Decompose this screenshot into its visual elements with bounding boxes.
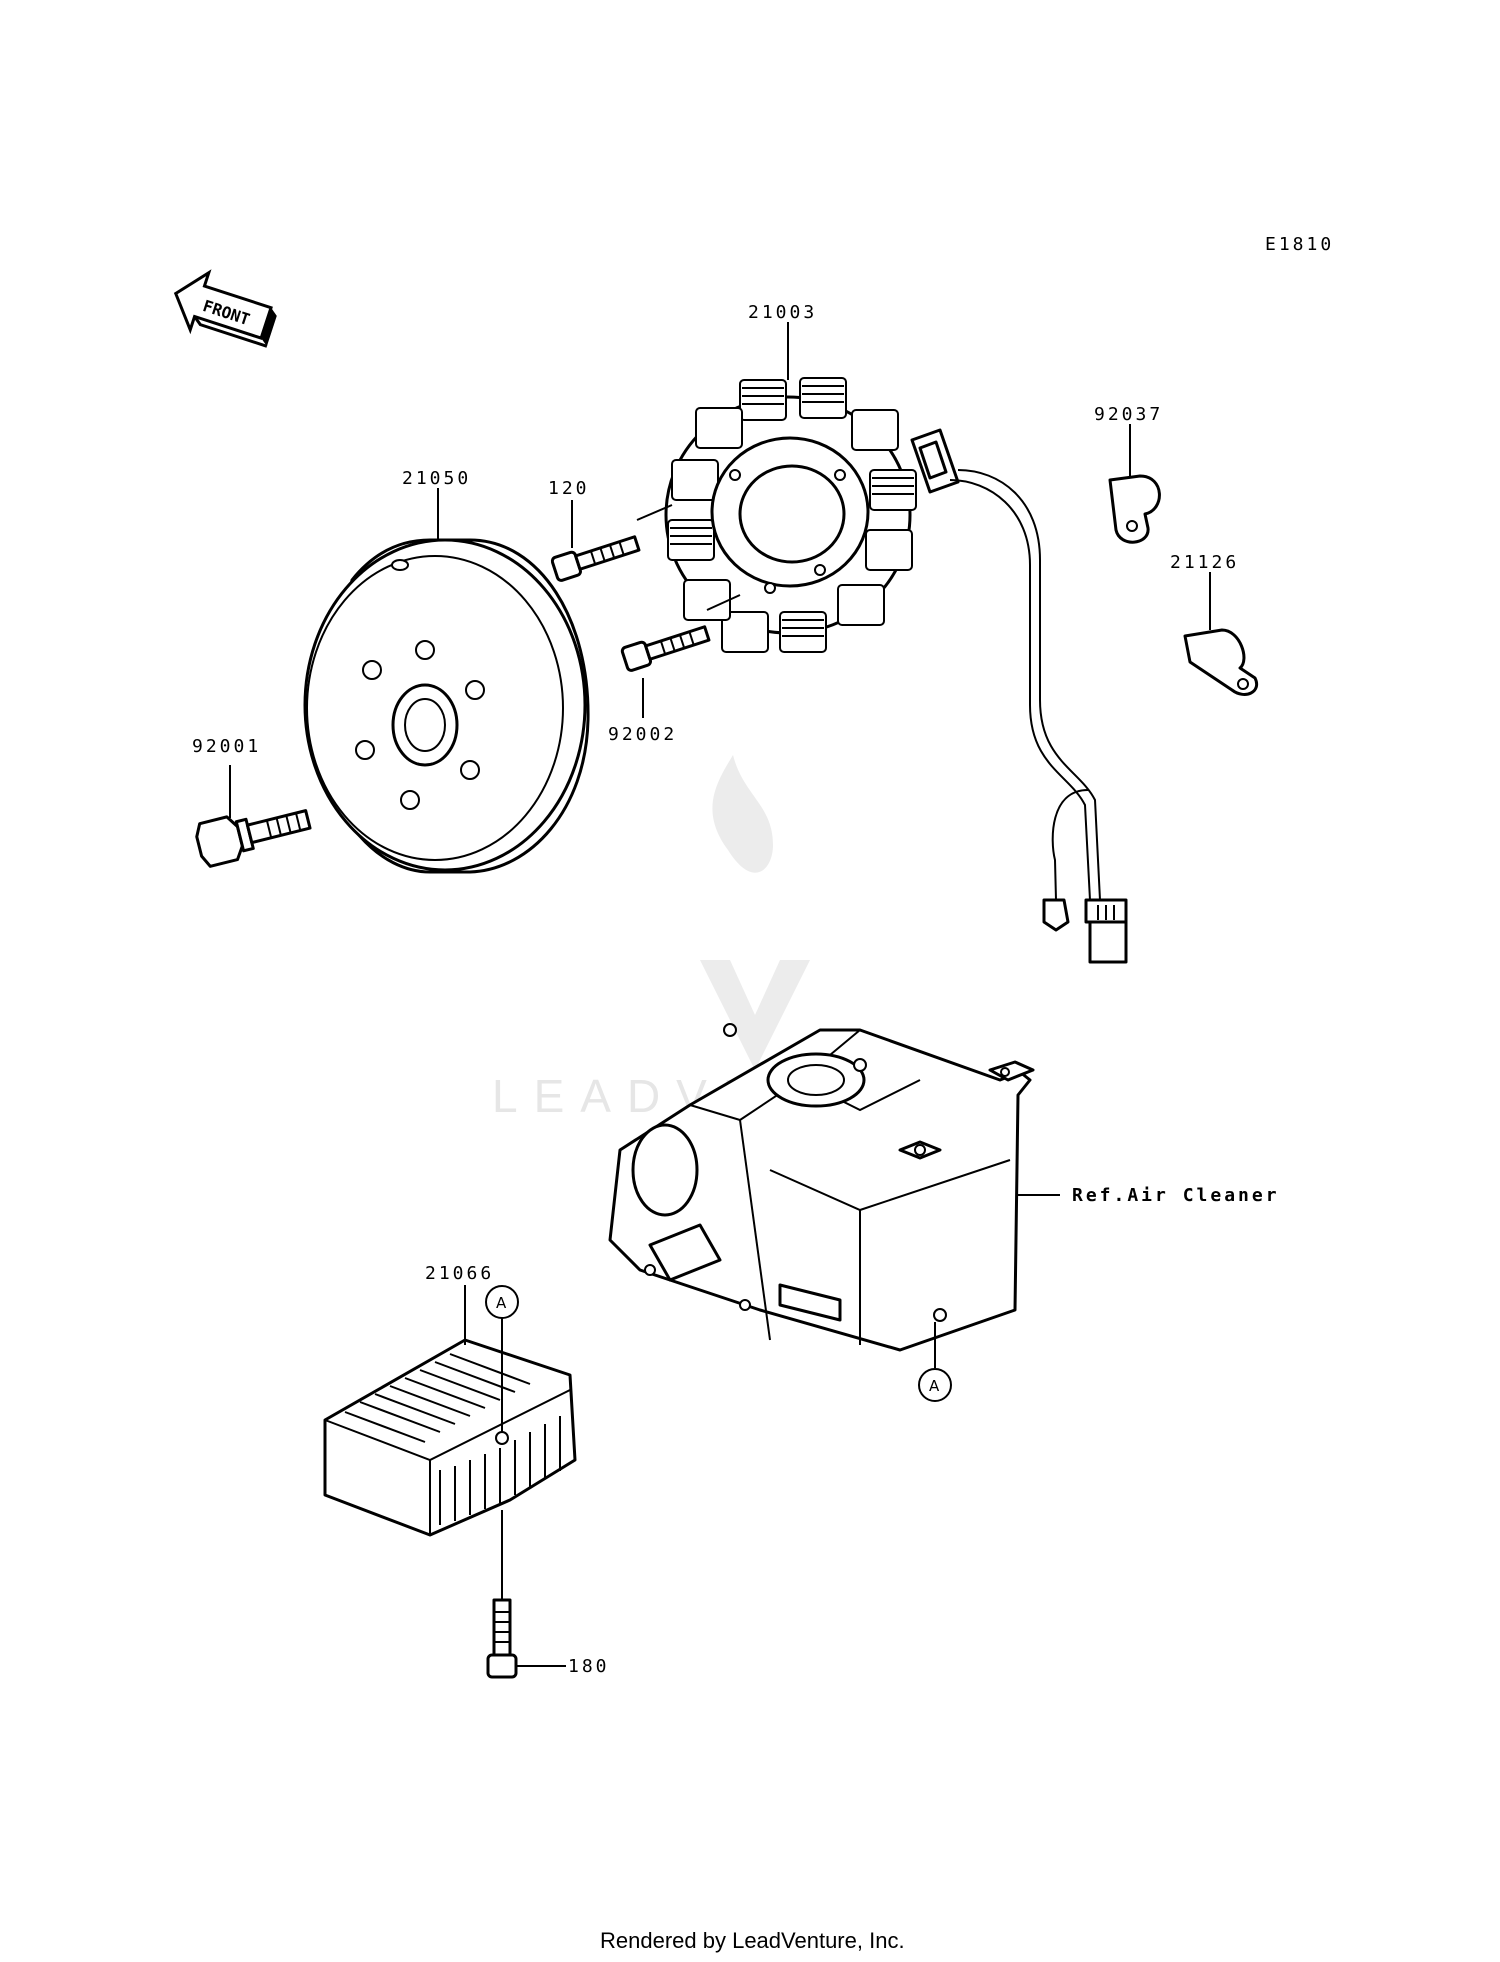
part-label-21126: 21126 xyxy=(1170,552,1239,573)
bolt-120 xyxy=(550,535,641,582)
part-label-92001: 92001 xyxy=(192,736,261,757)
air-cleaner-box xyxy=(608,1023,1035,1352)
front-arrow-icon: FRONT xyxy=(173,269,277,348)
part-label-21066: 21066 xyxy=(425,1263,494,1284)
bolt-180 xyxy=(486,1598,518,1679)
flywheel-21050 xyxy=(303,538,590,874)
bolt-92001 xyxy=(195,809,312,868)
marker-a-regulator-label: A xyxy=(496,1294,507,1312)
marker-a-airbox-label: A xyxy=(929,1377,940,1395)
part-label-92002: 92002 xyxy=(608,724,677,745)
part-label-21050: 21050 xyxy=(402,468,471,489)
clamp-21126 xyxy=(1183,628,1259,696)
part-label-180: 180 xyxy=(568,1656,610,1677)
part-label-92037: 92037 xyxy=(1094,404,1163,425)
part-label-120: 120 xyxy=(548,478,590,499)
regulator-21066 xyxy=(323,1338,577,1537)
part-label-21003: 21003 xyxy=(748,302,817,323)
stator-21003 xyxy=(664,377,1128,964)
marker-a-regulator xyxy=(485,1285,519,1319)
reference-air-cleaner: Ref.Air Cleaner xyxy=(1072,1185,1280,1206)
diagram-code: E1810 xyxy=(1265,234,1334,255)
clamp-92037 xyxy=(1108,474,1161,544)
marker-a-airbox xyxy=(918,1368,952,1402)
footer-credit: Rendered by LeadVenture, Inc. xyxy=(600,1928,905,1953)
bolt-92002 xyxy=(620,625,711,672)
